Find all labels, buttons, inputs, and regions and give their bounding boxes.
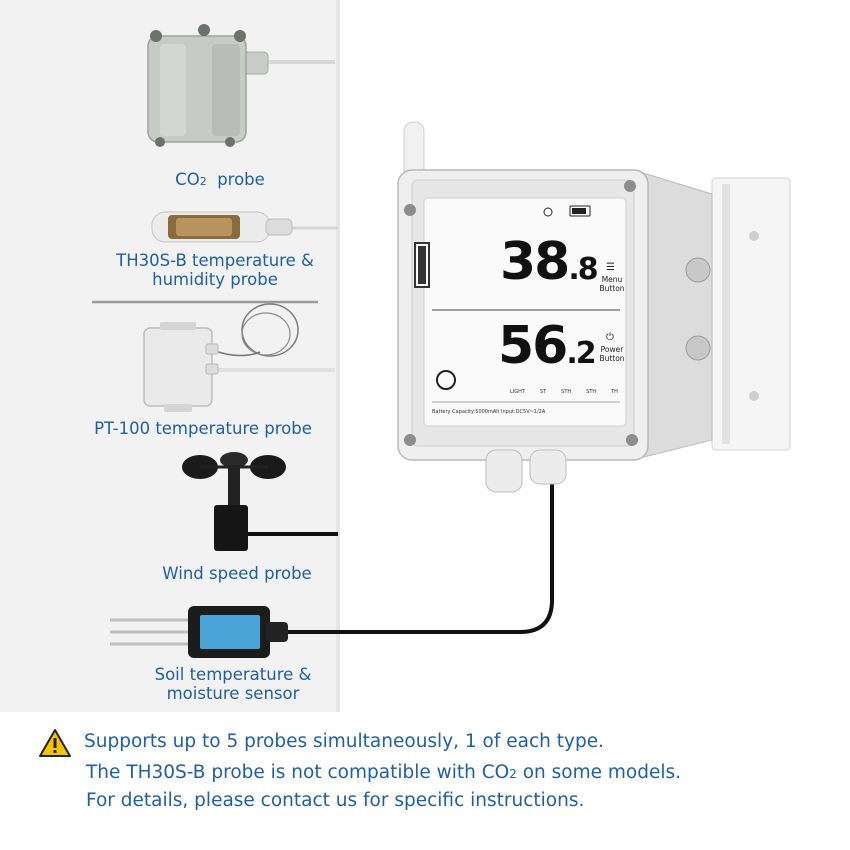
warning-icon xyxy=(39,729,71,757)
pt100-probe-image xyxy=(92,300,335,412)
soil-sensor-image xyxy=(110,606,338,658)
note-line-1: Supports up to 5 probes simultaneously, … xyxy=(84,731,604,752)
co2-probe-label: CO2 probe xyxy=(175,170,265,189)
channel-label: TH xyxy=(611,389,618,395)
channel-label: ST xyxy=(539,389,547,395)
th30sb-probe-image xyxy=(151,211,338,243)
menu-icon: ☰ xyxy=(606,262,615,273)
soil-sensor-label: Soil temperature &moisture sensor xyxy=(154,665,312,703)
power-icon: ⏻ xyxy=(606,332,614,343)
note-line-2: The TH30S-B probe is not compatible with… xyxy=(86,762,682,783)
wind-probe-image xyxy=(182,452,338,551)
panel-divider xyxy=(336,0,340,712)
pt100-probe-label: PT-100 temperature probe xyxy=(94,419,312,438)
channel-labels: LIGHT ST STH STH TH xyxy=(510,389,618,395)
battery-text: Battery Capacity:5000mAh Input:DC5V~1/2A xyxy=(432,409,546,415)
channel-label: STH xyxy=(586,389,597,395)
co2-probe-image xyxy=(147,24,335,147)
soil-sensor-cable xyxy=(338,478,554,634)
lcd-bottom-reading: 56.2 xyxy=(498,316,597,376)
wind-probe-label: Wind speed probe xyxy=(162,564,312,583)
th30sb-probe-label: TH30S-B temperature &humidity probe xyxy=(116,251,314,289)
lcd-top-reading: 38.8 xyxy=(500,232,599,292)
channel-label: LIGHT xyxy=(510,389,525,395)
note-line-3: For details, please contact us for speci… xyxy=(86,790,585,811)
channel-label: STH xyxy=(561,389,572,395)
logger-device xyxy=(397,121,791,493)
